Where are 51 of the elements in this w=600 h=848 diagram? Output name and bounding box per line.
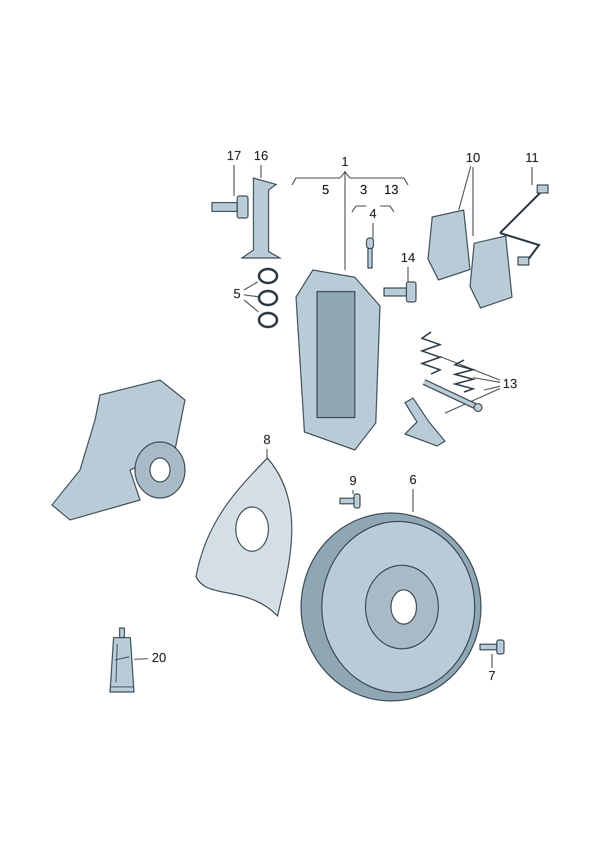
spring-drawing <box>422 332 440 374</box>
brake-caliper-drawing <box>296 270 380 450</box>
callout-number: 13 <box>384 182 398 198</box>
leader-line <box>352 490 354 494</box>
callout-number: 17 <box>224 148 244 164</box>
bracket-drawing <box>242 178 280 258</box>
callout-number: 6 <box>407 472 419 488</box>
grease-tube-drawing <box>110 628 134 692</box>
callout-number: 9 <box>347 473 359 489</box>
seal-ring-drawing <box>258 312 278 328</box>
callout-number: 3 <box>360 182 368 198</box>
brake-disc-drawing <box>300 512 482 702</box>
seal-ring-drawing <box>258 290 278 306</box>
callout-number: 14 <box>398 250 418 266</box>
leader-line <box>266 448 268 458</box>
brake-pad-drawing <box>470 236 512 308</box>
callout-number: 4 <box>366 206 380 222</box>
bleed-valve-drawing <box>363 238 377 268</box>
leader-line <box>458 166 472 210</box>
callout-number: 11 <box>522 150 542 166</box>
leader-line <box>260 164 262 178</box>
pin-drawing <box>424 382 484 412</box>
seal-ring-drawing <box>258 268 278 284</box>
bolt-drawing <box>212 196 248 218</box>
leader-line <box>244 300 259 312</box>
callout-number: 16 <box>251 148 271 164</box>
spring-drawing <box>455 360 473 392</box>
leader-line <box>444 388 500 414</box>
bolt-drawing <box>340 494 360 508</box>
leader-line <box>472 377 500 383</box>
leader-line <box>412 488 414 512</box>
leader-line <box>440 356 500 380</box>
callout-number: 10 <box>462 150 484 166</box>
leader-line <box>344 170 346 270</box>
callout-number: 5 <box>230 286 244 302</box>
bolt-drawing <box>480 640 504 654</box>
leader-line <box>244 294 258 298</box>
callout-number: 20 <box>148 650 170 666</box>
leader-line <box>484 386 500 390</box>
bolt-drawing <box>384 282 416 302</box>
callout-number: 1 <box>338 154 352 170</box>
leader-line <box>134 658 148 660</box>
leader-line <box>372 222 374 238</box>
leader-line <box>244 281 258 290</box>
callout-number: 7 <box>486 668 498 684</box>
callout-number: 5 <box>322 182 330 198</box>
callout-number: 13 <box>500 376 520 392</box>
spreader-plate-drawing <box>405 398 445 446</box>
callout-number: 8 <box>260 432 274 448</box>
brake-pad-drawing <box>428 210 470 280</box>
leader-line <box>472 166 474 236</box>
